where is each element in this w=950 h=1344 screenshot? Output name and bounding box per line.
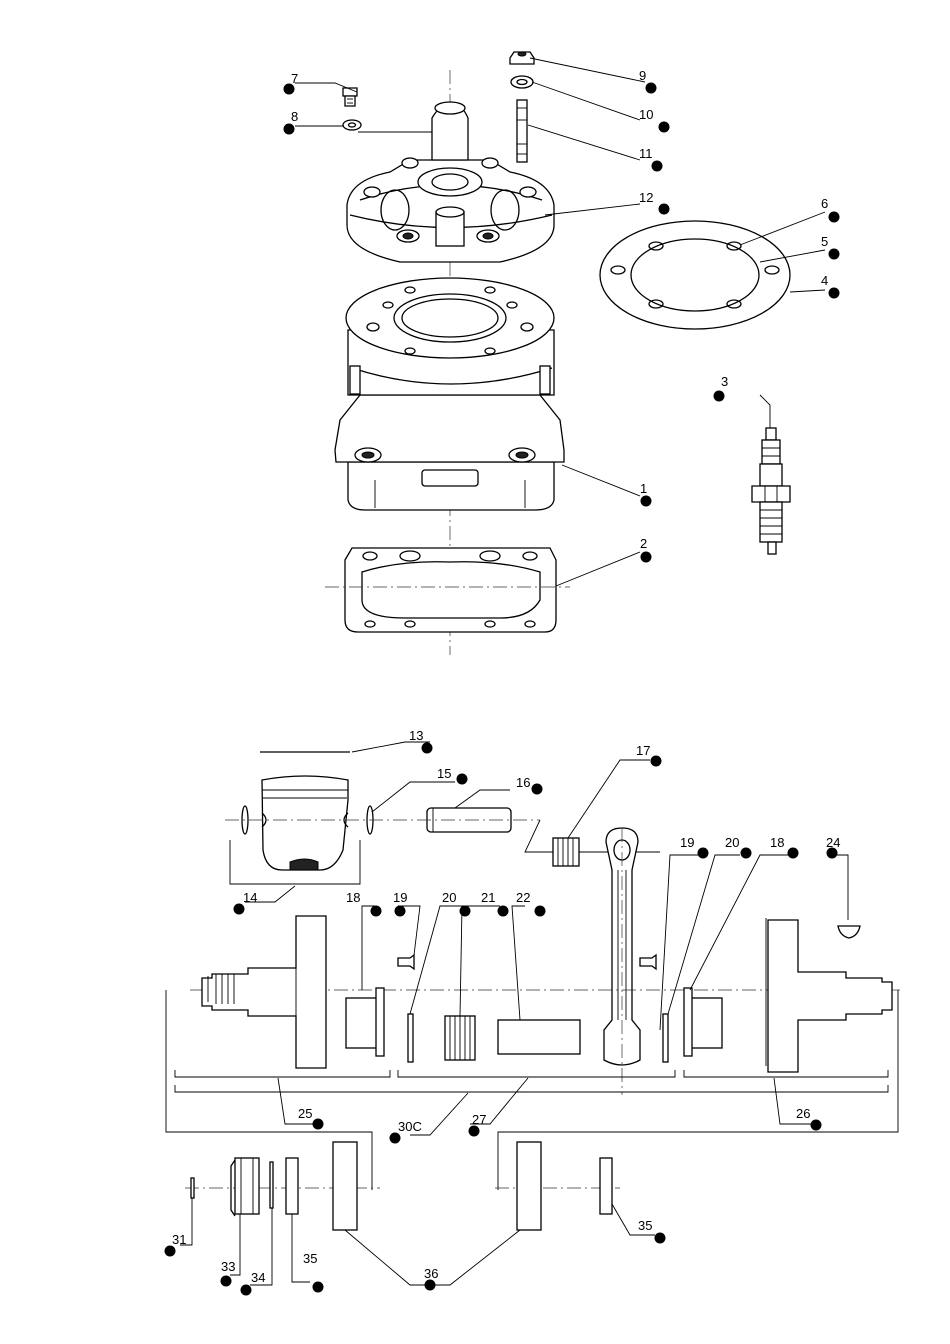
callout-dot	[697, 847, 709, 859]
washer-icon	[342, 119, 362, 131]
callout-label: 4	[821, 273, 828, 288]
callout-dot	[787, 847, 799, 859]
callout-label: 35	[303, 1251, 317, 1266]
callout-label: 26	[796, 1106, 810, 1121]
callout-label: 21	[481, 890, 495, 905]
nut-icon	[230, 1157, 260, 1217]
callout-label: 3	[721, 374, 728, 389]
callout-dot	[828, 211, 840, 223]
callout-dot	[424, 1279, 436, 1291]
callout-dot	[654, 1232, 666, 1244]
callout-dot	[370, 905, 382, 917]
callout-dot	[826, 847, 838, 859]
callout-dot	[650, 755, 662, 767]
callout-dot	[421, 742, 433, 754]
callout-label: 35	[638, 1218, 652, 1233]
stud-icon	[516, 99, 528, 163]
callout-label: 6	[821, 196, 828, 211]
crank-half-icon	[201, 915, 385, 1069]
callout-dot	[531, 783, 543, 795]
callout-dot	[459, 905, 471, 917]
callout-label: 20	[442, 890, 456, 905]
callout-label: 16	[516, 775, 530, 790]
head-gasket-icon	[599, 220, 791, 330]
callout-label: 31	[172, 1232, 186, 1247]
crankshaft-group	[165, 915, 900, 1190]
callout-dot	[658, 121, 670, 133]
callout-dot	[658, 203, 670, 215]
bolt-icon	[342, 87, 358, 107]
callout-dot	[640, 495, 652, 507]
callout-dot	[394, 905, 406, 917]
needle-bearing-icon	[552, 837, 580, 867]
woodruff-key-icon	[837, 925, 861, 939]
leader-lines	[180, 57, 849, 1286]
callout-dot	[645, 82, 657, 94]
callout-label: 10	[639, 107, 653, 122]
callout-dot	[283, 123, 295, 135]
callout-dot	[534, 905, 546, 917]
callout-label: 33	[221, 1259, 235, 1274]
callout-label: 27	[472, 1112, 486, 1127]
callout-label: 5	[821, 234, 828, 249]
callout-label: 22	[516, 890, 530, 905]
base-gasket-icon	[325, 547, 570, 633]
callout-dot	[651, 160, 663, 172]
callout-dot	[810, 1119, 822, 1131]
callout-dot	[828, 287, 840, 299]
callout-label: 25	[298, 1106, 312, 1121]
piston-group	[225, 751, 660, 1095]
callout-label: 12	[639, 190, 653, 205]
callout-dot	[283, 83, 295, 95]
callout-dot	[312, 1281, 324, 1293]
needle-bearing-icon	[444, 1015, 476, 1061]
callout-label: 14	[243, 890, 257, 905]
main-bearing-icon	[332, 1141, 542, 1231]
callout-label: 34	[251, 1270, 265, 1285]
callout-label: 2	[640, 536, 647, 551]
callout-label: 30C	[398, 1119, 422, 1134]
callout-dot	[233, 903, 245, 915]
callout-dot	[389, 1132, 401, 1144]
callout-dot	[164, 1245, 176, 1257]
callout-label: 18	[346, 890, 360, 905]
cylinder-icon	[334, 277, 565, 511]
callout-label: 17	[636, 743, 650, 758]
nut-icon	[509, 51, 535, 65]
callout-label: 18	[770, 835, 784, 850]
callout-dot	[740, 847, 752, 859]
callout-label: 7	[291, 71, 298, 86]
callout-dot	[468, 1125, 480, 1137]
callout-label: 13	[409, 728, 423, 743]
callout-dot	[640, 551, 652, 563]
callout-label: 8	[291, 109, 298, 124]
callout-dot	[713, 390, 725, 402]
callout-dot	[497, 905, 509, 917]
callout-label: 19	[680, 835, 694, 850]
callout-label: 36	[424, 1266, 438, 1281]
callout-label: 11	[639, 146, 653, 161]
callout-dot	[220, 1275, 232, 1287]
washer-icon	[510, 75, 534, 89]
callout-dot	[456, 773, 468, 785]
callout-label: 19	[393, 890, 407, 905]
callout-dot	[312, 1118, 324, 1130]
callout-label: 15	[437, 766, 451, 781]
callouts: 7 8 9 10 11 12 6 5 4 3 1 2 13 15 16 17 1…	[164, 68, 840, 1296]
callout-label: 9	[639, 68, 646, 83]
callout-dot	[828, 248, 840, 260]
spark-plug-icon	[751, 427, 791, 555]
bearings-group	[185, 1141, 620, 1231]
piston-icon	[261, 775, 349, 871]
crank-half-icon	[683, 918, 893, 1073]
cylinder-head-icon	[346, 101, 555, 263]
upper-assembly	[325, 51, 791, 655]
callout-label: 20	[725, 835, 739, 850]
callout-dot	[240, 1284, 252, 1296]
callout-label: 24	[826, 835, 840, 850]
callout-label: 1	[640, 481, 647, 496]
